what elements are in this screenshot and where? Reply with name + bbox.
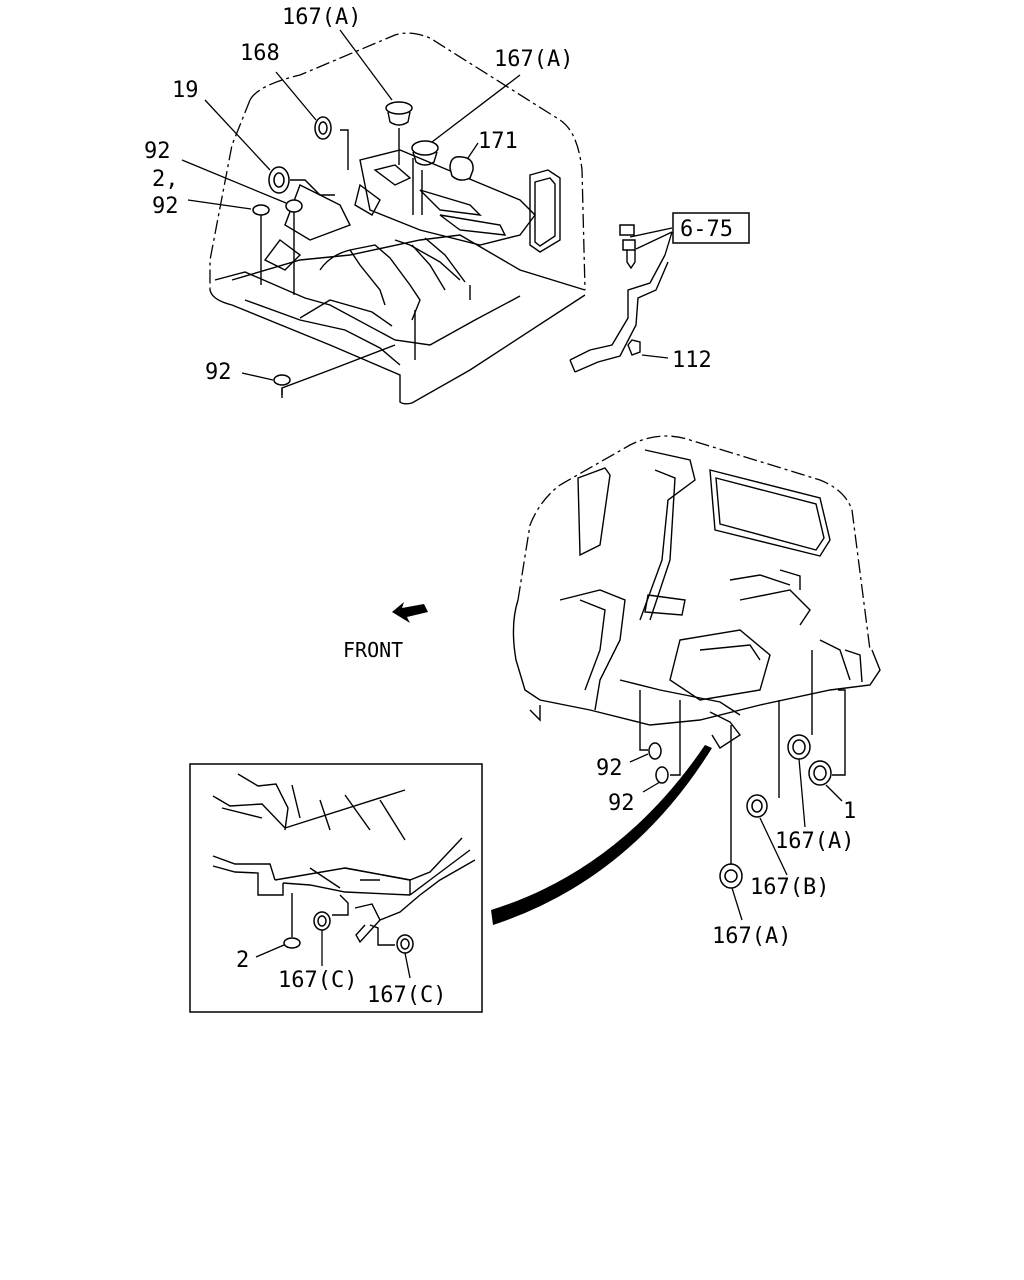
callout-19: 19 — [172, 78, 199, 103]
callout-92-b: 92 — [152, 194, 179, 219]
lower-cab-drawing — [392, 435, 881, 749]
callout-112: 112 — [672, 348, 712, 373]
callout-92-e: 92 — [608, 791, 635, 816]
callout-labels: 167(A) 168 19 167(A) 171 92 2, 92 6-75 1… — [144, 5, 856, 1008]
callout-2-comma: 2, — [152, 167, 179, 192]
callout-1: 1 — [843, 799, 856, 824]
upper-parts — [252, 101, 474, 398]
callout-6-75: 6-75 — [680, 217, 733, 242]
upper-cab-drawing — [209, 32, 586, 405]
callout-167a-top: 167(A) — [282, 5, 361, 30]
callout-167a-r1: 167(A) — [775, 829, 854, 854]
leader-lines — [181, 29, 843, 979]
front-arrow-icon — [392, 602, 428, 623]
front-label: FRONT — [343, 638, 403, 662]
callout-2-inset: 2 — [236, 948, 249, 973]
callout-168: 168 — [240, 41, 280, 66]
inset-connector — [491, 745, 712, 925]
inset-detail — [189, 763, 483, 1013]
callout-92-d: 92 — [596, 756, 623, 781]
callout-167b: 167(B) — [750, 875, 829, 900]
reference-box-6-75 — [672, 212, 750, 244]
bracket-6-75-drawing — [569, 224, 669, 373]
callout-92-c: 92 — [205, 360, 232, 385]
callout-92-a: 92 — [144, 139, 171, 164]
callout-167a-r2: 167(A) — [712, 924, 791, 949]
callout-171: 171 — [478, 129, 518, 154]
callout-167c-2: 167(C) — [367, 983, 446, 1008]
callout-167c-1: 167(C) — [278, 968, 357, 993]
callout-167a-mid: 167(A) — [494, 47, 573, 72]
